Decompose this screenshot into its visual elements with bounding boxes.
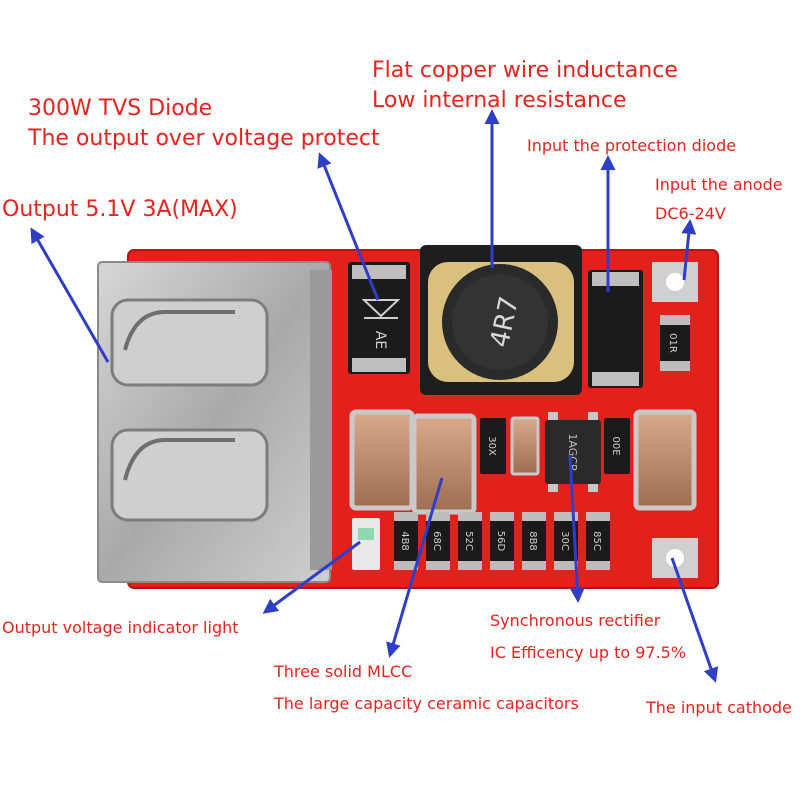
resistor: 4B8 xyxy=(394,512,418,570)
small-chip-right-marking: 00E xyxy=(610,436,621,455)
resistor-marking: 8B8 xyxy=(527,531,538,551)
mlcc-capacitors xyxy=(349,409,697,515)
indicator-led xyxy=(352,518,380,570)
resistor-marking: 56D xyxy=(495,531,506,552)
tvs-label-line1: 300W TVS Diode xyxy=(28,96,213,121)
input-anode-pad xyxy=(652,262,698,302)
inductor-label-line2: Low internal resistance xyxy=(372,88,627,113)
small-chip-left-marking: 30X xyxy=(486,436,497,456)
arrow-input-cathode xyxy=(670,557,719,683)
tvs-label-line2: The output over voltage protect xyxy=(28,126,380,151)
resistor-marking: 68C xyxy=(431,531,442,551)
tvs-diode-marking: AE xyxy=(372,331,388,349)
resistor: 8B8 xyxy=(522,512,546,570)
resistor-marking: 85C xyxy=(591,531,602,551)
input-protection-label: Input the protection diode xyxy=(527,136,737,155)
input-anode-label-line1: Input the anode xyxy=(655,175,783,194)
input-resistor-marking: 01R xyxy=(667,333,678,353)
input-cathode-label: The input cathode xyxy=(646,698,792,717)
input-anode-label-line2: DC6-24V xyxy=(655,204,726,223)
arrow-input-anode xyxy=(681,219,697,281)
resistor: 56D xyxy=(490,512,514,570)
resistor-marking: 4B8 xyxy=(399,531,410,551)
ic-marking: 1AGCP xyxy=(566,433,579,471)
rectifier-label-line2: IC Efficency up to 97.5% xyxy=(490,643,687,662)
mlcc-label-line2: The large capacity ceramic capacitors xyxy=(274,694,579,713)
resistor: 68C xyxy=(426,512,450,570)
tvs-diode: AE xyxy=(348,262,410,374)
resistor: 30C xyxy=(554,512,578,570)
inductor: 4R7 xyxy=(420,245,582,395)
arrow-mlcc xyxy=(386,477,444,658)
synchronous-rectifier-ic: 1AGCP xyxy=(545,412,601,492)
resistor-row: 4B8 68C 52C 56D 8B8 30C 85C xyxy=(394,512,610,570)
annotation-arrows xyxy=(30,109,719,683)
resistor-marking: 52C xyxy=(463,531,474,551)
small-chip-right: 00E xyxy=(604,418,630,474)
resistor: 85C xyxy=(586,512,610,570)
small-chip-left: 30X xyxy=(480,418,506,474)
mlcc-label-line1: Three solid MLCC xyxy=(274,662,413,681)
small-capacitor xyxy=(510,416,540,476)
arrow-indicator xyxy=(262,540,361,614)
input-resistor: 01R xyxy=(660,315,690,371)
indicator-light-label: Output voltage indicator light xyxy=(2,618,239,637)
resistor: 52C xyxy=(458,512,482,570)
arrow-rectifier xyxy=(568,454,585,603)
input-protection-diode xyxy=(588,270,643,388)
output-label: Output 5.1V 3A(MAX) xyxy=(2,197,238,222)
resistor-marking: 30C xyxy=(559,531,570,551)
input-cathode-pad xyxy=(652,538,698,578)
arrow-output xyxy=(30,227,110,363)
rectifier-label-line1: Synchronous rectifier xyxy=(490,611,661,630)
inductor-label-line1: Flat copper wire inductance xyxy=(372,58,678,83)
arrow-tvs xyxy=(317,152,380,301)
usb-port xyxy=(97,261,332,583)
